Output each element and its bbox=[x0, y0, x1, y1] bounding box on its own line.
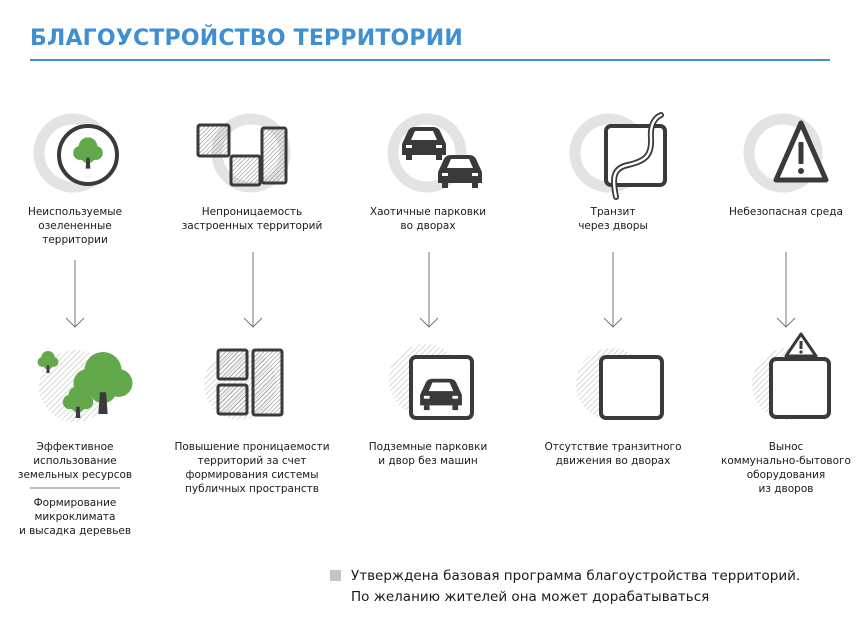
column-3-arrow-head bbox=[419, 317, 439, 328]
column-1-top-label: Неиспользуемые озелененные территории bbox=[0, 205, 160, 247]
column-5-bottom-label-line: из дворов bbox=[758, 483, 814, 495]
column-1-top-label-line: озелененные bbox=[38, 220, 112, 232]
column-4-top-icon bbox=[569, 112, 667, 200]
column-5-bottom-icon bbox=[752, 332, 831, 420]
column-1-bottom-label-extra-line: микроклимата bbox=[34, 511, 116, 523]
column-5-bottom-label: Вынос коммунально-бытового оборудования из … bbox=[701, 440, 860, 496]
column-1-top-icon bbox=[33, 113, 119, 193]
removed-equipment-icon bbox=[769, 332, 831, 419]
column-5-top-label-line: Небезопасная среда bbox=[729, 206, 843, 218]
column-3-bottom-label: Подземные парковки и двор без машин bbox=[343, 440, 513, 468]
column-3-bottom-label-line: Подземные парковки bbox=[368, 441, 488, 453]
column-2-top-label-line: Непроницаемость bbox=[201, 206, 303, 218]
column-2-bottom-label-line: Повышение проницаемости bbox=[174, 441, 330, 453]
column-1-bottom-label-line: Эффективное bbox=[36, 441, 114, 453]
column-2-bottom-label: Повышение проницаемости территорий за сче… bbox=[167, 440, 337, 496]
column-4-bottom-label: Отсутствие транзитного движения во дворах bbox=[528, 440, 698, 468]
column-1-bottom-label-line: земельных ресурсов bbox=[17, 469, 133, 481]
column-2-top-icon bbox=[196, 113, 291, 193]
column-2-bottom-label-line: формирования системы bbox=[185, 469, 319, 481]
column-2-bottom-label-line: территорий за счет bbox=[197, 455, 307, 467]
column-4-arrow-head bbox=[603, 317, 623, 328]
empty-yard-icon bbox=[599, 355, 664, 420]
column-5-top-icon bbox=[743, 113, 829, 193]
column-1-bottom-icon bbox=[37, 350, 133, 422]
underground-parking-icon bbox=[409, 355, 474, 420]
tree-in-circle-icon bbox=[57, 124, 119, 186]
column-4-top-label-line: через дворы bbox=[578, 220, 648, 232]
transit-route-icon bbox=[604, 112, 667, 200]
column-2-top-label-line: застроенных территорий bbox=[181, 220, 323, 232]
column-3-top-label-line: во дворах bbox=[400, 220, 456, 232]
legend-square-icon bbox=[330, 570, 341, 581]
column-3-bottom-label-line: и двор без машин bbox=[378, 455, 478, 467]
column-4-bottom-label-line: Отсутствие транзитного bbox=[544, 441, 682, 453]
column-2-top-label: Непроницаемость застроенных территорий bbox=[167, 205, 337, 233]
buildings-icon bbox=[196, 123, 288, 187]
column-4-bottom-label-line: движения во дворах bbox=[555, 455, 671, 467]
column-1-arrow-head bbox=[65, 317, 85, 328]
title-underline bbox=[30, 59, 830, 61]
column-2-arrow-head bbox=[243, 317, 263, 328]
column-5-bottom-label-line: коммунально-бытового bbox=[721, 455, 851, 467]
column-1-bottom-label-line: использование bbox=[33, 455, 117, 467]
footnote-line-2: По желанию жителей она может дорабатыват… bbox=[351, 589, 710, 605]
column-1-bottom-label-extra-line: и высадка деревьев bbox=[18, 525, 132, 537]
column-2-bottom-label-line: публичных пространств bbox=[185, 483, 319, 495]
column-4-top-label: Транзит через дворы bbox=[528, 205, 698, 233]
column-1-bottom-label-extra: Формирование микроклимата и высадка деревь… bbox=[0, 496, 160, 538]
column-1-bottom-label-extra-line: Формирование bbox=[33, 497, 117, 509]
column-5-arrow-head bbox=[776, 317, 796, 328]
column-3-bottom-icon bbox=[389, 344, 474, 420]
column-1-top-label-line: территории bbox=[42, 234, 108, 246]
column-5-top-label: Небезопасная среда bbox=[701, 205, 860, 219]
column-5-bottom-label-line: оборудования bbox=[746, 469, 826, 481]
column-5-bottom-label-line: Вынос bbox=[768, 441, 804, 453]
permeable-buildings-icon bbox=[216, 348, 284, 417]
column-3-top-label: Хаотичные парковки во дворах bbox=[343, 205, 513, 233]
column-3-top-icon bbox=[387, 113, 482, 193]
warning-icon bbox=[773, 120, 829, 183]
column-2-bottom-icon bbox=[204, 348, 284, 420]
column-1-bottom-label: Эффективное использование земельных ресурс… bbox=[0, 440, 160, 482]
column-4-bottom-icon bbox=[576, 348, 664, 420]
column-3-top-label-line: Хаотичные парковки bbox=[369, 206, 487, 218]
page-title: БЛАГОУСТРОЙСТВО ТЕРРИТОРИИ bbox=[30, 26, 463, 51]
footnote-line-1: Утверждена базовая программа благоустрой… bbox=[351, 568, 801, 584]
column-4-top-label-line: Транзит bbox=[590, 206, 636, 218]
column-1-top-label-line: Неиспользуемые bbox=[27, 206, 123, 218]
